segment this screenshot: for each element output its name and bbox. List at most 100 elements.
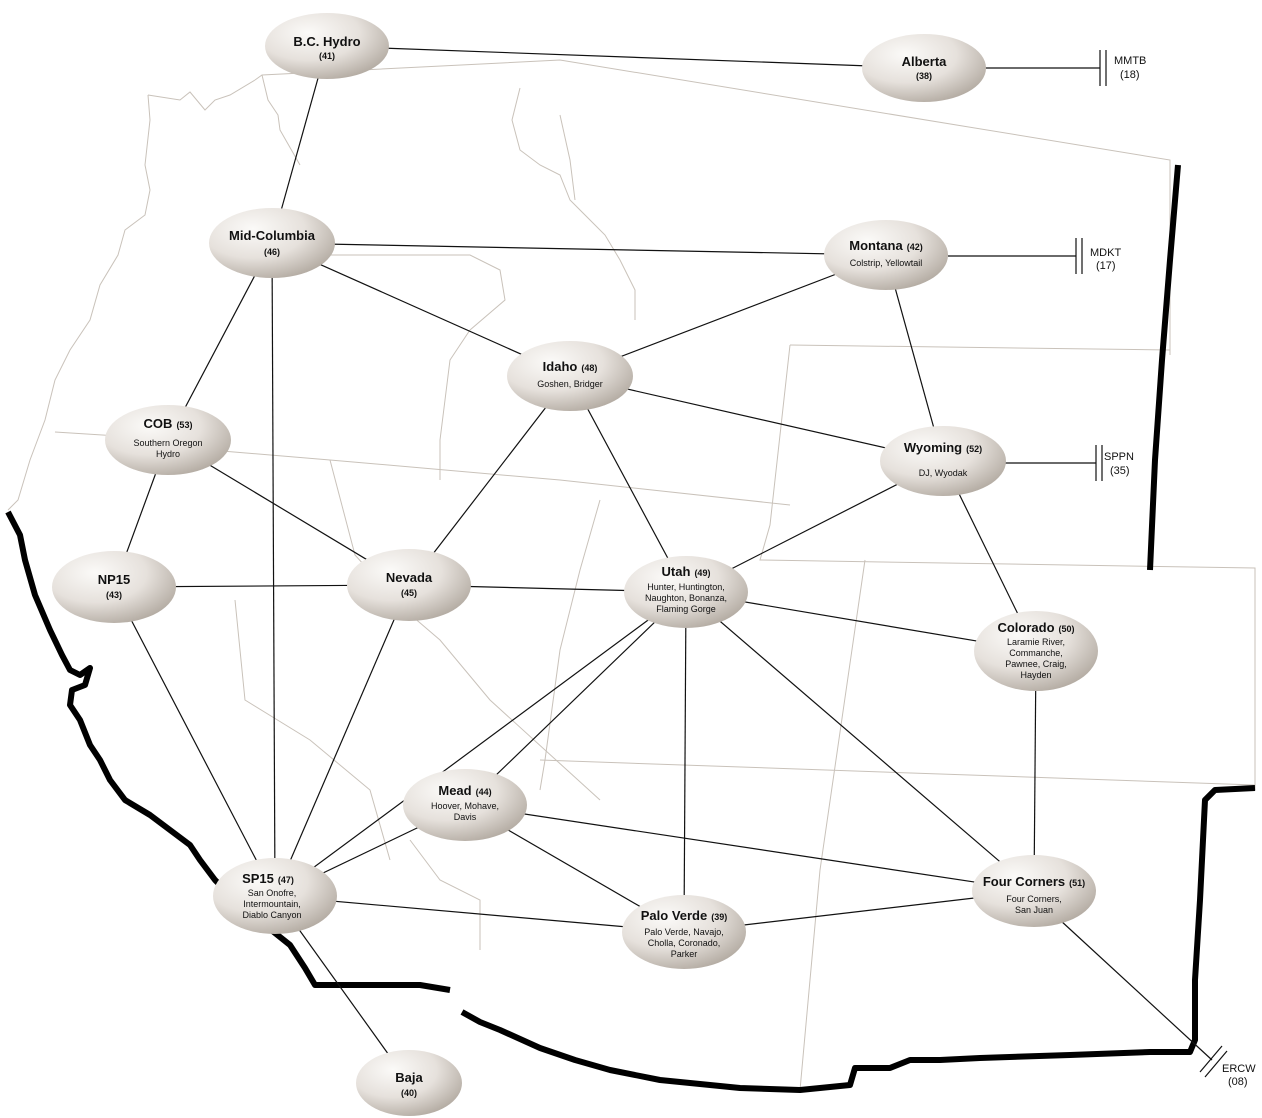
tie-sppn-name: SPPN (1104, 451, 1134, 463)
node-wyoming[interactable]: Wyoming (52) DJ, Wyodak (880, 426, 1006, 496)
node-utah-plants-0: Hunter, Huntington, (647, 582, 725, 592)
node-montana-name: Montana (849, 238, 903, 253)
node-sp15-plants-1: Intermountain, (243, 899, 301, 909)
node-idaho-code: (48) (581, 363, 597, 373)
node-utah-title: Utah(49) (662, 564, 711, 579)
node-sp15[interactable]: SP15 (47) San Onofre, Intermountain, Diab… (213, 858, 337, 934)
node-utah[interactable]: Utah(49) Hunter, Huntington, Naughton, B… (624, 556, 748, 628)
node-palo-verde-name: Palo Verde (641, 908, 707, 923)
node-nevada-code: (45) (401, 588, 417, 598)
node-mead[interactable]: Mead(44) Hoover, Mohave, Davis (403, 769, 527, 841)
node-mead-plants-0: Hoover, Mohave, (431, 801, 499, 811)
node-sp15-title: SP15 (47) (242, 871, 294, 886)
node-alberta-name: Alberta (902, 54, 948, 69)
node-mid-columbia-name: Mid-Columbia (229, 228, 316, 243)
node-idaho-title: Idaho(48) (543, 359, 598, 374)
node-alberta[interactable]: Alberta (38) (862, 34, 986, 102)
node-utah-name: Utah (662, 564, 691, 579)
link-idaho-nevada (408, 375, 571, 586)
node-cob[interactable]: COB(53) Southern Oregon Hydro (105, 405, 231, 475)
node-palo-verde-plants-0: Palo Verde, Navajo, (644, 927, 724, 937)
hub-nodes: B.C. Hydro (41) Alberta (38) Mid-Columbi… (52, 13, 1098, 1116)
link-mid-columbia-idaho (271, 242, 571, 377)
node-utah-code: (49) (694, 568, 710, 578)
link-utah-four-corners (685, 591, 1035, 892)
node-cob-plants-1: Hydro (156, 449, 180, 459)
link-mead-four-corners (464, 804, 1035, 892)
node-four-corners-plants-1: San Juan (1015, 905, 1053, 915)
link-bc-hydro-alberta (326, 45, 925, 69)
node-colorado-plants-3: Hayden (1020, 670, 1051, 680)
link-nevada-sp15 (274, 584, 410, 897)
node-colorado-plants-2: Pawnee, Craig, (1005, 659, 1067, 669)
node-wyoming-title: Wyoming (52) (904, 440, 982, 455)
node-baja-name: Baja (395, 1070, 423, 1085)
link-utah-palo-verde (683, 591, 687, 933)
node-cob-code: (53) (176, 420, 192, 430)
node-mid-columbia-code: (46) (264, 247, 280, 257)
link-idaho-wyoming (569, 375, 944, 462)
node-bc-hydro[interactable]: B.C. Hydro (41) (265, 13, 389, 79)
tie-ercw-name: ERCW (1222, 1063, 1256, 1075)
node-wyoming-plants-0: DJ, Wyodak (919, 468, 968, 478)
node-utah-plants-1: Naughton, Bonanza, (645, 593, 727, 603)
node-palo-verde-title: Palo Verde (39) (641, 908, 728, 923)
tie-mdkt-code: (17) (1096, 260, 1116, 272)
node-palo-verde-plants-2: Parker (671, 949, 698, 959)
tie-mdkt-name: MDKT (1090, 247, 1121, 259)
node-np15-code: (43) (106, 590, 122, 600)
node-four-corners-code: (51) (1069, 878, 1085, 888)
node-four-corners-plants-0: Four Corners, (1006, 894, 1062, 904)
node-mead-title: Mead(44) (438, 783, 491, 798)
node-montana-title: Montana (42) (849, 238, 922, 253)
node-palo-verde-plants-1: Cholla, Coronado, (648, 938, 721, 948)
node-sp15-code: (47) (278, 875, 294, 885)
node-colorado[interactable]: Colorado (50) Laramie River, Commanche, P… (974, 611, 1098, 691)
tie-mmtb-name: MMTB (1114, 55, 1146, 67)
node-four-corners[interactable]: Four Corners (51) Four Corners, San Juan (972, 855, 1096, 927)
node-mead-code: (44) (476, 787, 492, 797)
node-utah-plants-2: Flaming Gorge (656, 604, 716, 614)
node-colorado-title: Colorado (50) (997, 620, 1074, 635)
node-np15-name: NP15 (98, 572, 131, 587)
link-colorado-four-corners (1033, 650, 1037, 892)
node-wyoming-name: Wyoming (904, 440, 962, 455)
node-sp15-name: SP15 (242, 871, 274, 886)
node-colorado-plants-0: Laramie River, (1007, 637, 1065, 647)
node-baja-code: (40) (401, 1088, 417, 1098)
node-montana-code: (42) (907, 242, 923, 252)
tie-sppn-code: (35) (1110, 465, 1130, 477)
node-montana-plants-0: Colstrip, Yellowtail (850, 258, 923, 268)
link-utah-mead (464, 591, 687, 806)
node-bc-hydro-code: (41) (319, 51, 335, 61)
node-colorado-code: (50) (1059, 624, 1075, 634)
node-colorado-name: Colorado (997, 620, 1054, 635)
node-four-corners-name: Four Corners (983, 874, 1065, 889)
link-idaho-utah (569, 375, 687, 593)
node-sp15-plants-2: Diablo Canyon (242, 910, 301, 920)
node-nevada-name: Nevada (386, 570, 433, 585)
node-mid-columbia[interactable]: Mid-Columbia (46) (209, 208, 335, 278)
node-mead-plants-1: Davis (454, 812, 477, 822)
node-palo-verde[interactable]: Palo Verde (39) Palo Verde, Navajo, Choll… (622, 895, 746, 969)
tie-ercw-code: (08) (1228, 1076, 1248, 1088)
node-colorado-plants-1: Commanche, (1009, 648, 1063, 658)
node-palo-verde-code: (39) (711, 912, 727, 922)
node-alberta-code: (38) (916, 71, 932, 81)
external-ties: MMTB (18) MDKT (17) SPPN (35) ERCW (08) (948, 50, 1256, 1088)
link-sp15-palo-verde (274, 895, 685, 933)
node-cob-title: COB(53) (144, 416, 193, 431)
node-wyoming-code: (52) (966, 444, 982, 454)
node-sp15-plants-0: San Onofre, (248, 888, 297, 898)
node-idaho[interactable]: Idaho(48) Goshen, Bridger (507, 341, 633, 411)
node-idaho-plants-0: Goshen, Bridger (537, 379, 603, 389)
link-montana-idaho (569, 254, 887, 377)
node-nevada[interactable]: Nevada (45) (347, 549, 471, 621)
link-mid-columbia-sp15 (271, 242, 276, 897)
link-mid-columbia-montana (271, 242, 887, 256)
node-montana[interactable]: Montana (42) Colstrip, Yellowtail (824, 220, 948, 290)
node-baja[interactable]: Baja (40) (356, 1050, 462, 1116)
node-np15[interactable]: NP15 (43) (52, 551, 176, 623)
tie-mmtb-code: (18) (1120, 69, 1140, 81)
